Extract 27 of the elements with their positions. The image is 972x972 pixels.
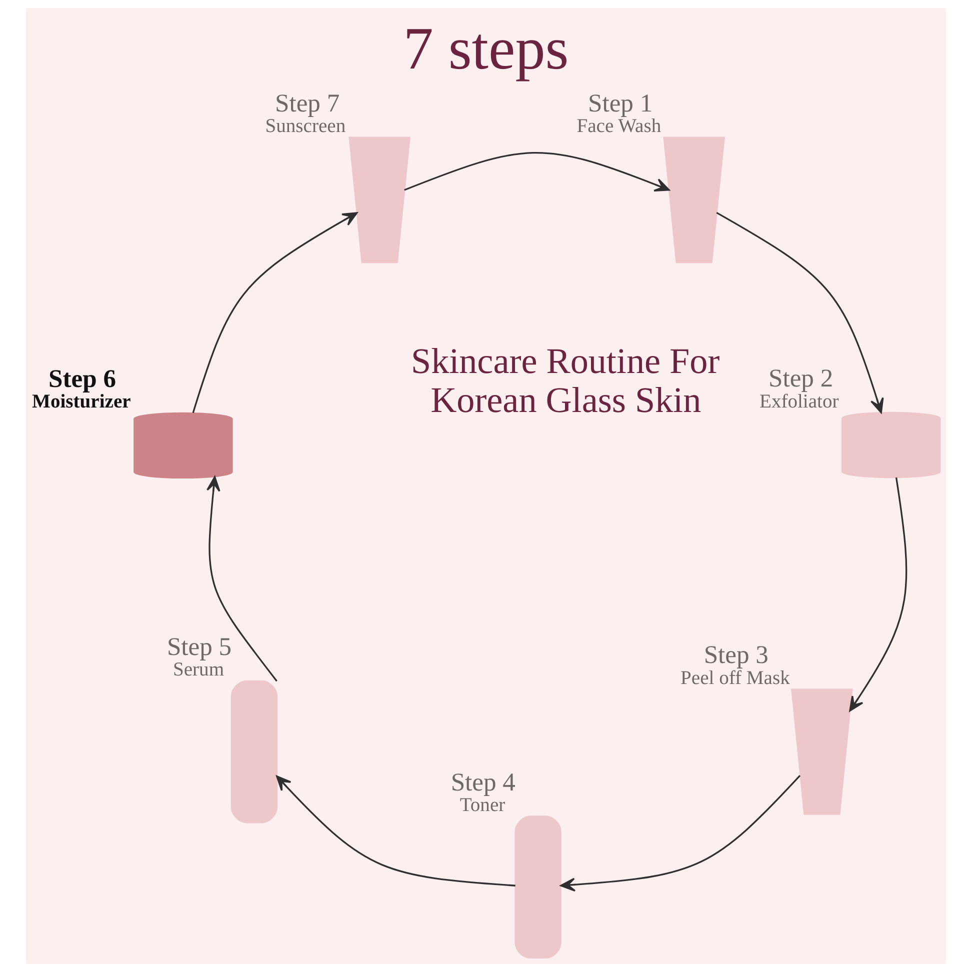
node-label: Step 7 <box>275 88 340 118</box>
node-label: Step 1 <box>588 88 653 118</box>
arrow <box>276 776 516 886</box>
node-tube <box>348 136 410 264</box>
node-label: Moisturizer <box>32 392 131 413</box>
node-label: Serum <box>173 660 224 681</box>
node-label: Step 5 <box>166 632 232 661</box>
arrow <box>404 152 670 192</box>
node-label: Exfoliator <box>760 391 839 412</box>
arrow <box>560 774 801 892</box>
node-label: Sunscreen <box>265 116 346 138</box>
arrow <box>849 477 908 712</box>
node-tube <box>663 136 725 264</box>
node-label: Step 3 <box>704 640 768 670</box>
node-label: Step 2 <box>768 363 834 392</box>
node-label: Step 6 <box>48 364 116 393</box>
node-label: Face Wash <box>576 116 662 138</box>
diagram-title: 7 steps <box>403 15 569 82</box>
node-label: Toner <box>460 795 506 816</box>
node-bottle <box>230 680 278 824</box>
arrow <box>206 476 278 682</box>
arrow <box>716 212 884 414</box>
node-bottle <box>514 816 562 959</box>
arrow <box>192 212 358 414</box>
node-tube <box>791 688 853 815</box>
label: Skincare Routine For Korean Glass Skin <box>411 341 720 420</box>
node-label: Step 4 <box>450 767 516 796</box>
